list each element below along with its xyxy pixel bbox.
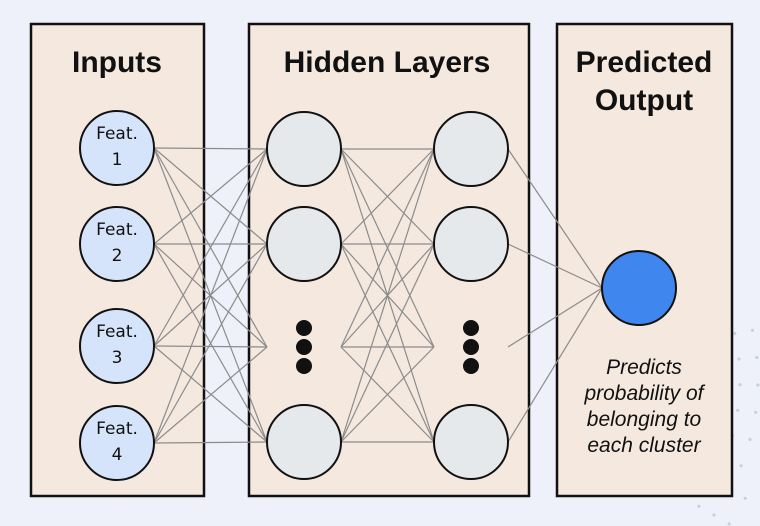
hidden-layer-2-node-2 xyxy=(433,206,509,282)
decorative-dot-2 xyxy=(737,357,741,361)
connection-line-25 xyxy=(340,148,435,348)
connection-line-15 xyxy=(153,346,268,444)
input-node-2-label: Feat. xyxy=(96,220,138,240)
connection-line-31 xyxy=(340,346,435,443)
decorative-dot-4 xyxy=(736,408,740,412)
input-node-3-label: Feat. xyxy=(96,322,138,342)
decorative-dot-1 xyxy=(733,331,737,336)
decorative-dot-12 xyxy=(754,410,758,414)
input-node-2: Feat. 2 xyxy=(79,206,155,282)
input-node-4: Feat. 4 xyxy=(79,405,155,481)
decorative-dot-17 xyxy=(743,496,747,500)
hidden-layer-2-node-last xyxy=(433,404,509,480)
decorative-dot-16 xyxy=(712,513,716,517)
connection-line-14 xyxy=(153,243,268,444)
inputs-title: Inputs xyxy=(72,46,162,79)
input-node-1-number: 1 xyxy=(112,150,123,170)
input-node-2-number: 2 xyxy=(112,246,123,266)
input-node-4-number: 4 xyxy=(112,445,123,465)
connection-line-11 xyxy=(153,345,268,348)
output-note-line1: Predicts xyxy=(606,356,682,379)
hidden-layers-title: Hidden Layers xyxy=(284,46,491,79)
connection-line-9 xyxy=(153,148,268,347)
input-node-1: Feat. 1 xyxy=(79,110,155,186)
connection-line-1 xyxy=(153,147,268,150)
network-connections xyxy=(153,147,603,444)
hidden-layer-1-node-2 xyxy=(266,206,342,282)
connection-line-35 xyxy=(507,287,603,348)
decorative-dot-9 xyxy=(750,328,755,332)
output-node xyxy=(601,250,677,326)
connection-line-36 xyxy=(507,287,603,443)
connection-line-12 xyxy=(153,345,268,443)
decorative-dot-10 xyxy=(755,355,759,360)
connection-line-29 xyxy=(340,148,435,443)
predicted-output-title-line1: Predicted xyxy=(576,46,713,79)
output-note-line2: probability of xyxy=(583,382,705,405)
output-note-line4: each cluster xyxy=(587,434,701,457)
connection-line-33 xyxy=(507,148,603,289)
input-node-1-label: Feat. xyxy=(96,124,138,144)
decorative-dot-18 xyxy=(727,522,731,526)
connection-line-34 xyxy=(507,243,603,289)
hidden-layer-2-ellipsis-icon xyxy=(463,320,479,374)
input-node-3: Feat. 3 xyxy=(79,308,155,384)
connection-line-21 xyxy=(340,148,435,245)
connection-line-5 xyxy=(153,148,268,245)
input-node-4-label: Feat. xyxy=(96,419,138,439)
hidden-layer-1-ellipsis-icon xyxy=(296,320,312,374)
connection-line-16 xyxy=(153,441,268,444)
decorative-dot-8 xyxy=(697,504,701,508)
decorative-dot-11 xyxy=(756,383,760,387)
predicted-output-title-line2: Output xyxy=(595,84,693,117)
connection-line-13 xyxy=(153,148,268,444)
hidden-layer-1-node-1 xyxy=(266,111,342,187)
decorative-dot-14 xyxy=(739,464,743,468)
connection-line-30 xyxy=(340,243,435,443)
hidden-layer-1-node-last xyxy=(266,404,342,480)
decorative-dot-3 xyxy=(738,383,742,387)
output-note-line3: belonging to xyxy=(587,408,702,431)
hidden-layer-2-node-1 xyxy=(433,111,509,187)
decorative-dot-13 xyxy=(748,437,752,442)
input-node-3-number: 3 xyxy=(112,348,123,368)
